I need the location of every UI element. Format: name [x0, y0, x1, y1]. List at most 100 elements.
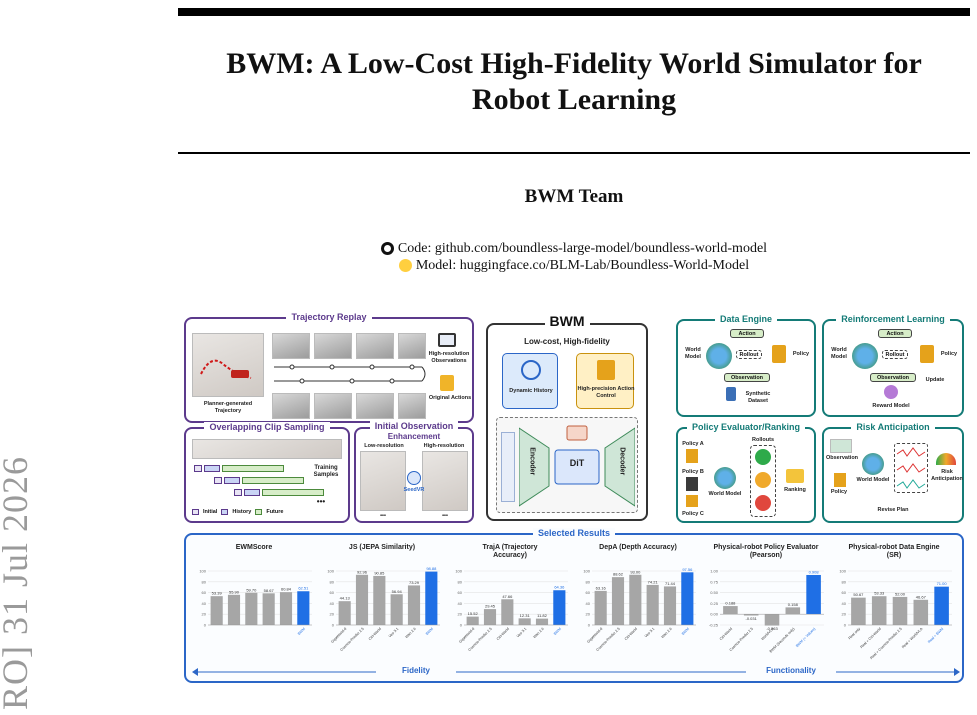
x-tick-label: Ctrl-World [368, 627, 382, 641]
y-tick-label: 20 [458, 612, 463, 617]
data-engine-title: Data Engine [714, 314, 777, 324]
bar [338, 601, 351, 625]
data-label: 0.188 [725, 601, 736, 606]
planner-image [192, 333, 264, 397]
model-link-row[interactable]: Model: huggingface.co/BLM-Lab/Boundless-… [178, 257, 970, 274]
chart-title: Physical-robot Data Engine [848, 544, 939, 551]
data-label: 53.39 [212, 591, 223, 596]
x-tick-label: Veo 3.1 [516, 627, 527, 638]
risk-panel: Risk Anticipation Observation Policy Wor… [822, 422, 964, 523]
code-link[interactable]: Code: github.com/boundless-large-model/b… [397, 241, 768, 256]
encoder-dit-decoder [519, 425, 635, 507]
bar [553, 590, 566, 625]
title-rule [178, 152, 970, 154]
data-label: 52.00 [895, 591, 906, 596]
x-tick-label: GigaWorld-0 [458, 627, 475, 644]
y-tick-label: 0.75 [710, 579, 719, 584]
risk-title: Risk Anticipation [851, 422, 935, 432]
code-link-row[interactable]: Code: github.com/boundless-large-model/b… [178, 240, 970, 257]
x-tick-label: BWM [425, 627, 434, 636]
policy-b-label: Policy B [682, 469, 704, 475]
bar [663, 586, 677, 625]
github-icon [380, 242, 394, 255]
legend-swatch-initial [192, 509, 199, 515]
y-tick-label: 60 [842, 590, 847, 595]
data-label: 44.13 [340, 596, 351, 601]
y-tick-label: 20 [330, 612, 335, 617]
action-control-label: High-precision Action Control [577, 386, 635, 399]
data-label: 90.85 [374, 570, 385, 575]
x-tick-label: Wan 2.6 [533, 627, 545, 639]
bwm-subtitle: Low-cost, High-fidelity [524, 337, 610, 346]
y-tick-label: 60 [330, 590, 335, 595]
x-tick-label: Wan 2.6 [661, 627, 673, 639]
data-label: 55.90 [229, 589, 240, 594]
action-box: Action [730, 329, 764, 338]
robot-arm-icon [686, 477, 698, 491]
ellipsis: ••• [316, 497, 326, 506]
bar [785, 607, 801, 615]
chart-3: DepA (Depth Accuracy)02040608010063.16Gi… [583, 544, 696, 652]
y-tick-label: 0.50 [710, 590, 719, 595]
bar [407, 585, 421, 625]
bar [892, 596, 908, 625]
bar [871, 596, 887, 625]
globe-icon [852, 343, 878, 369]
data-label: 62.51 [298, 586, 309, 591]
arxiv-stamp-text: RO] 31 Jul 2026 [0, 455, 35, 710]
replay-frame [272, 393, 310, 419]
world-model-label: World Model [831, 347, 847, 360]
chart-title: (Pearson) [750, 552, 782, 559]
synthetic-dataset-label: Synthetic Dataset [745, 391, 771, 404]
risk-anticipation-label: Risk Anticipation [931, 469, 963, 482]
data-label: 74.21 [648, 579, 659, 584]
robot-arm-icon [834, 473, 846, 487]
x-tick-label: Veo 3.1 [644, 627, 655, 638]
x-tick-label: BWM [681, 627, 690, 636]
data-label: 98.88 [426, 566, 437, 571]
x-tick-label: Ctrl-World [719, 627, 733, 641]
y-tick-label: 100 [327, 569, 334, 574]
y-tick-label: 0 [332, 623, 335, 628]
reward-model-label: Reward Model [872, 403, 910, 409]
rollout-box: Rollout [882, 350, 908, 359]
data-label: 11.82 [537, 613, 547, 618]
rollouts-label: Rollouts [752, 437, 774, 443]
bar [629, 574, 642, 625]
architecture-box: Encoder DiT Decoder [496, 417, 638, 513]
bar [764, 614, 780, 626]
y-tick-label: 40 [330, 601, 335, 606]
bar [279, 592, 293, 625]
rl-title: Reinforcement Learning [836, 314, 950, 324]
data-label: 71.44 [665, 581, 676, 586]
chart-4: Physical-robot Policy Evaluator(Pearson)… [709, 544, 824, 654]
chart-title: Physical-robot Policy Evaluator [713, 544, 818, 551]
robot-arm-icon [686, 449, 698, 463]
x-tick-label: Wan 2.6 [405, 627, 417, 639]
ranking-label: Ranking [784, 487, 806, 493]
data-label: 58.67 [264, 588, 275, 593]
links-block: Code: github.com/boundless-large-model/b… [178, 240, 970, 274]
x-tick-label: Cosmos-Predict 2.5 [729, 627, 754, 652]
replay-frame [356, 333, 394, 359]
model-link[interactable]: Model: huggingface.co/BLM-Lab/Boundless-… [415, 258, 750, 273]
y-tick-label: 0 [844, 623, 847, 628]
bar [611, 577, 625, 625]
world-model-label: World Model [856, 477, 890, 483]
chart-2: TrajA (TrajectoryAccuracy)02040608010015… [455, 544, 568, 652]
dynamic-history-label: Dynamic History [509, 388, 553, 394]
x-tick-label: GigaWorld-0 [330, 627, 347, 644]
seedvr-icon [407, 471, 421, 485]
title-line-1: BWM: A Low-Cost High-Fidelity World Simu… [226, 47, 922, 80]
clock-icon [521, 360, 541, 380]
gauge-icon [936, 453, 956, 465]
world-model-label: World Model [708, 491, 742, 497]
clip-future [242, 477, 304, 484]
y-tick-label: 1.00 [710, 569, 719, 574]
podium-icon [786, 469, 804, 483]
legend-swatch-history [221, 509, 229, 515]
reward-model-icon [884, 385, 898, 399]
x-tick-label: BWM (+ Values) [795, 627, 816, 648]
chart-title: DepA (Depth Accuracy) [599, 544, 677, 551]
chart-1: JS (JEPA Similarity)02040608010044.13Gig… [327, 544, 440, 652]
